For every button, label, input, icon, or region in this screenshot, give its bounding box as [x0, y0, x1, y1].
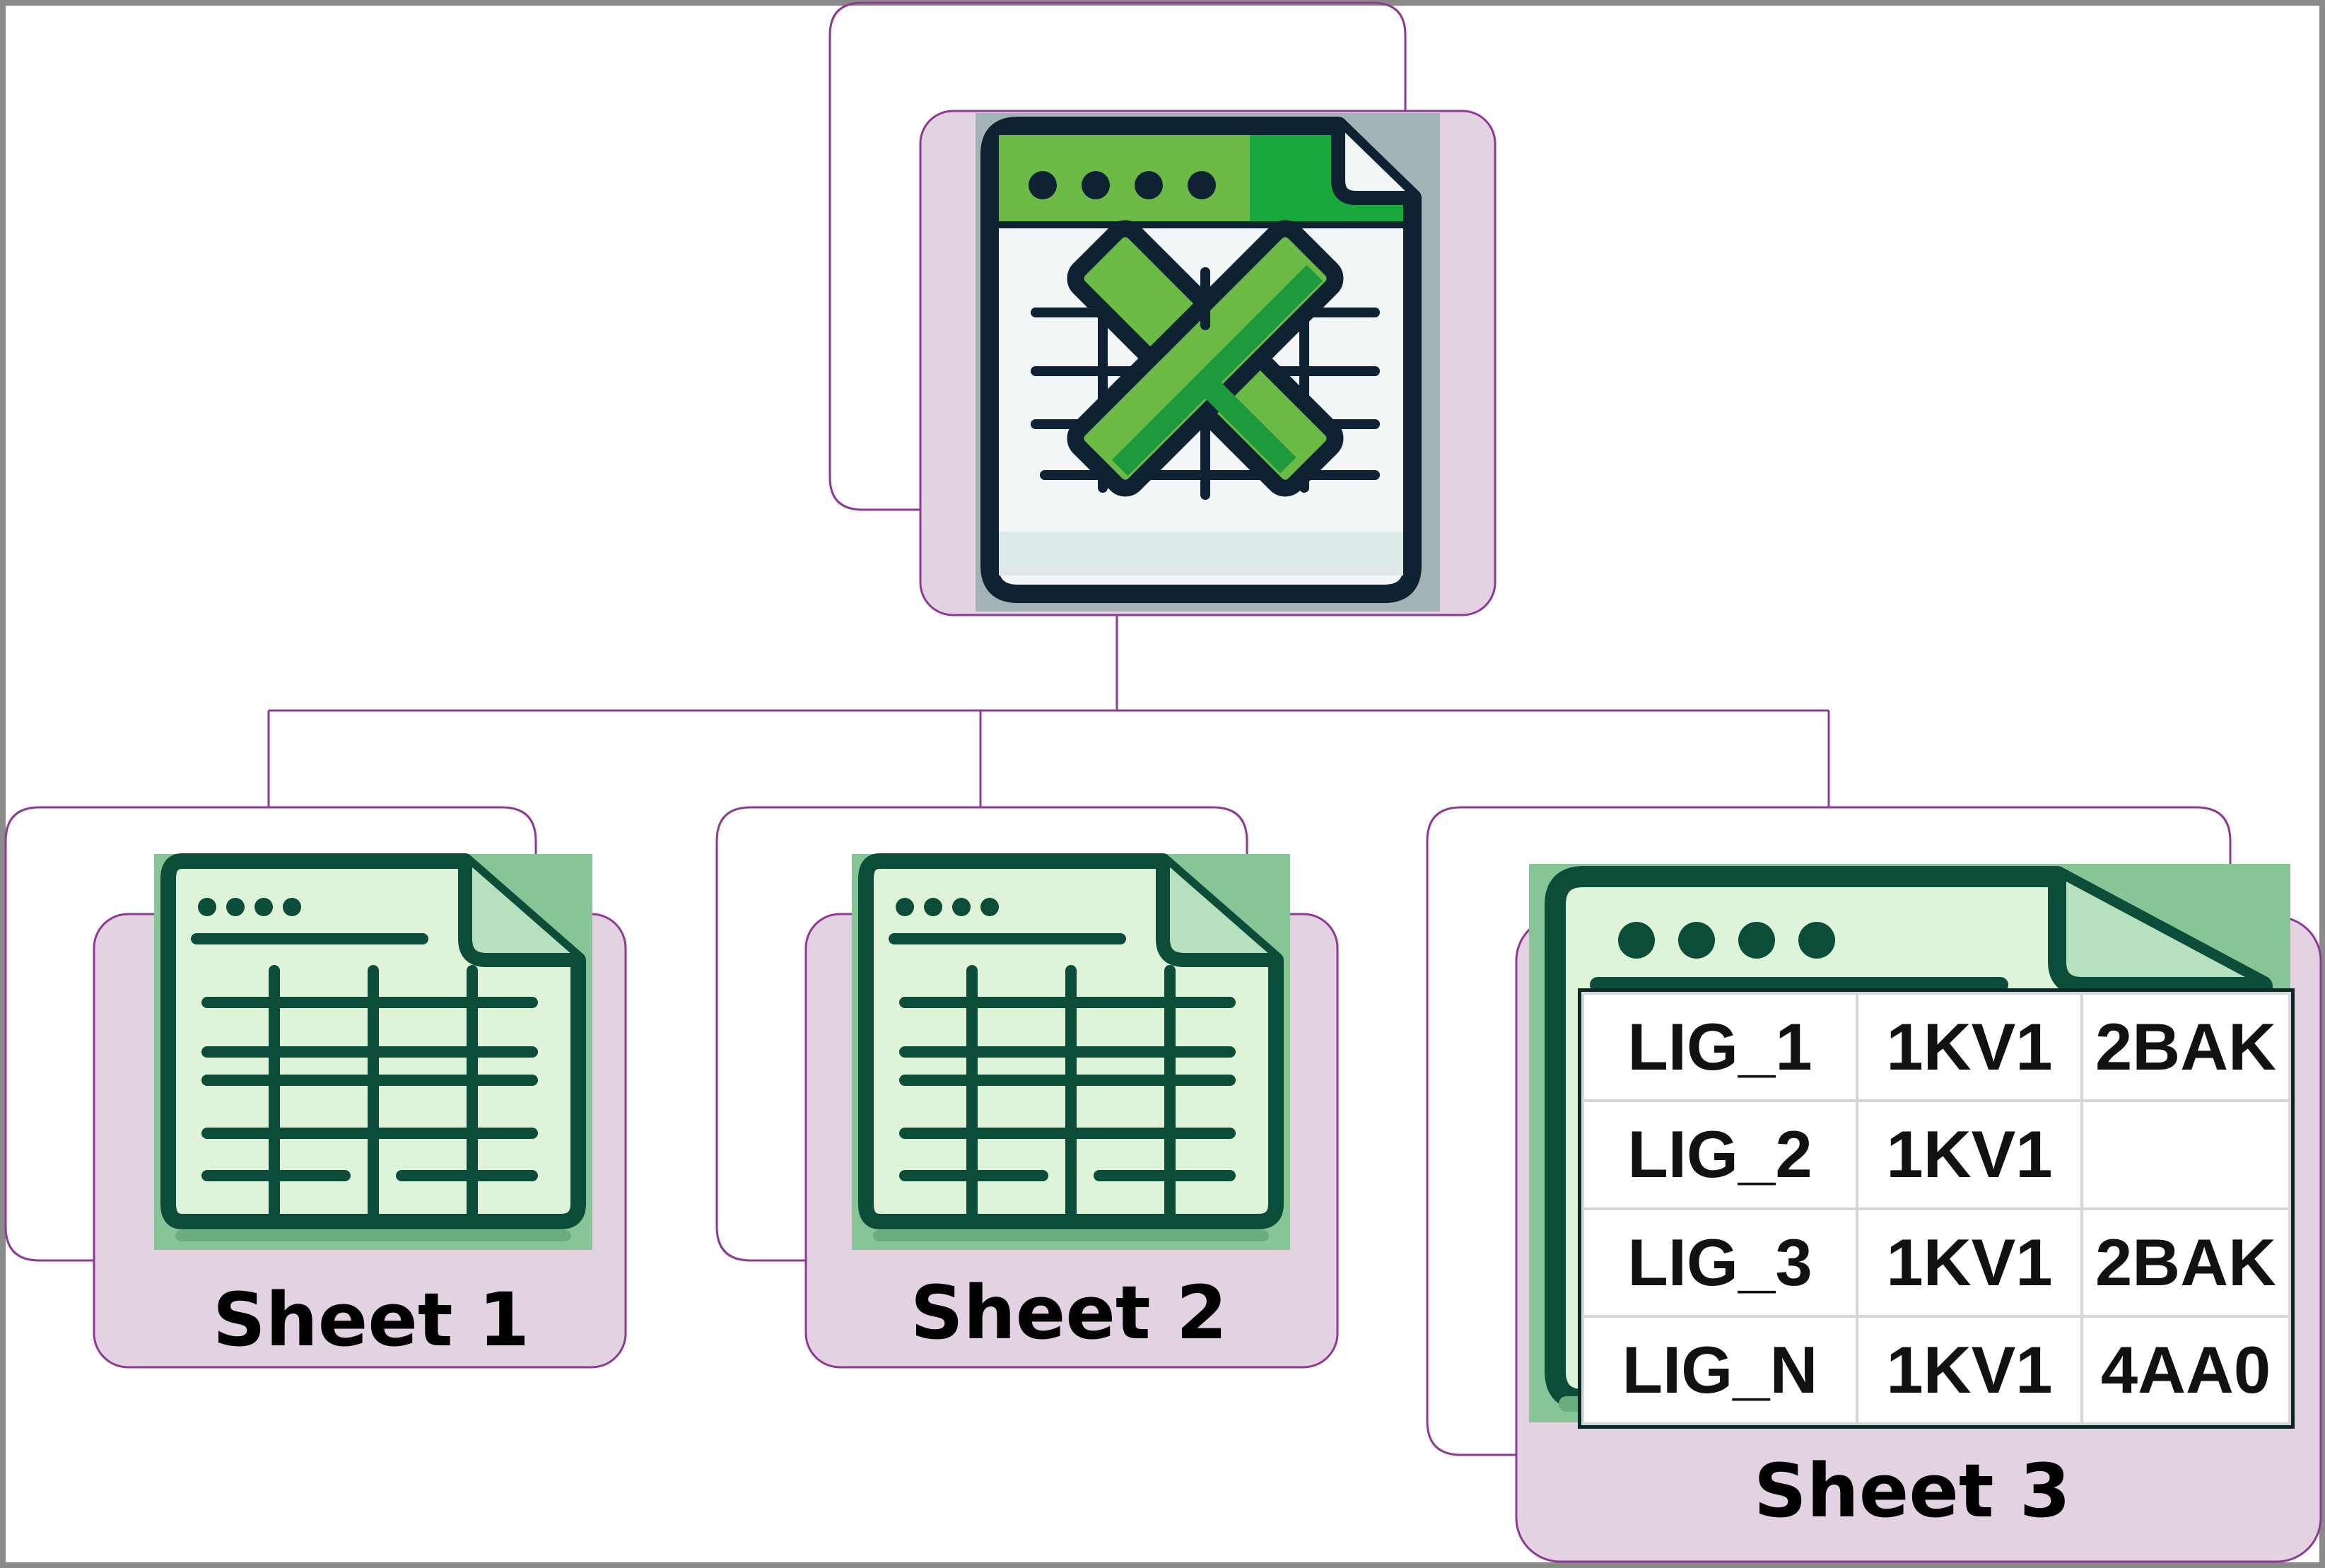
- sheet-2-node: [715, 806, 1339, 1369]
- sheet-1-node: [4, 806, 627, 1369]
- table-cell: 2BAK: [2080, 1207, 2291, 1318]
- root-node-outline: [828, 1, 1407, 511]
- sheet-1-label: Sheet 1: [212, 1277, 530, 1363]
- sheet-3-outline: [1426, 806, 2232, 1456]
- sheet-3-data-table: LIG_1 1KV1 2BAK LIG_2 1KV1 LIG_3 1KV1 2B…: [1578, 988, 2295, 1429]
- table-row: LIG_N 1KV1 4AA0: [1581, 1314, 2291, 1426]
- table-row: LIG_3 1KV1 2BAK: [1581, 1207, 2291, 1318]
- table-cell: [2080, 1099, 2291, 1210]
- table-cell: LIG_3: [1581, 1207, 1858, 1318]
- excel-file-icon: [976, 113, 1440, 612]
- sheet-2-outline: [715, 806, 1248, 1262]
- table-cell: 1KV1: [1856, 1314, 2083, 1426]
- spreadsheet-icon: [154, 854, 592, 1250]
- sheet-3-label: Sheet 3: [1753, 1448, 2071, 1534]
- table-cell: 1KV1: [1856, 1207, 2083, 1318]
- table-row: LIG_2 1KV1: [1581, 1099, 2291, 1210]
- table-cell: LIG_1: [1581, 991, 1858, 1103]
- table-row: LIG_1 1KV1 2BAK: [1581, 991, 2291, 1103]
- tree-connectors: [267, 615, 1830, 807]
- spreadsheet-icon: [852, 854, 1290, 1250]
- table-cell: LIG_2: [1581, 1099, 1858, 1210]
- table-cell: LIG_N: [1581, 1314, 1858, 1426]
- table-cell: 4AA0: [2080, 1314, 2291, 1426]
- root-node: [828, 1, 1497, 616]
- table-cell: 1KV1: [1856, 991, 2083, 1103]
- table-cell: 2BAK: [2080, 991, 2291, 1103]
- sheet-1-outline: [4, 806, 537, 1262]
- sheet-2-label: Sheet 2: [910, 1270, 1228, 1356]
- table-cell: 1KV1: [1856, 1099, 2083, 1210]
